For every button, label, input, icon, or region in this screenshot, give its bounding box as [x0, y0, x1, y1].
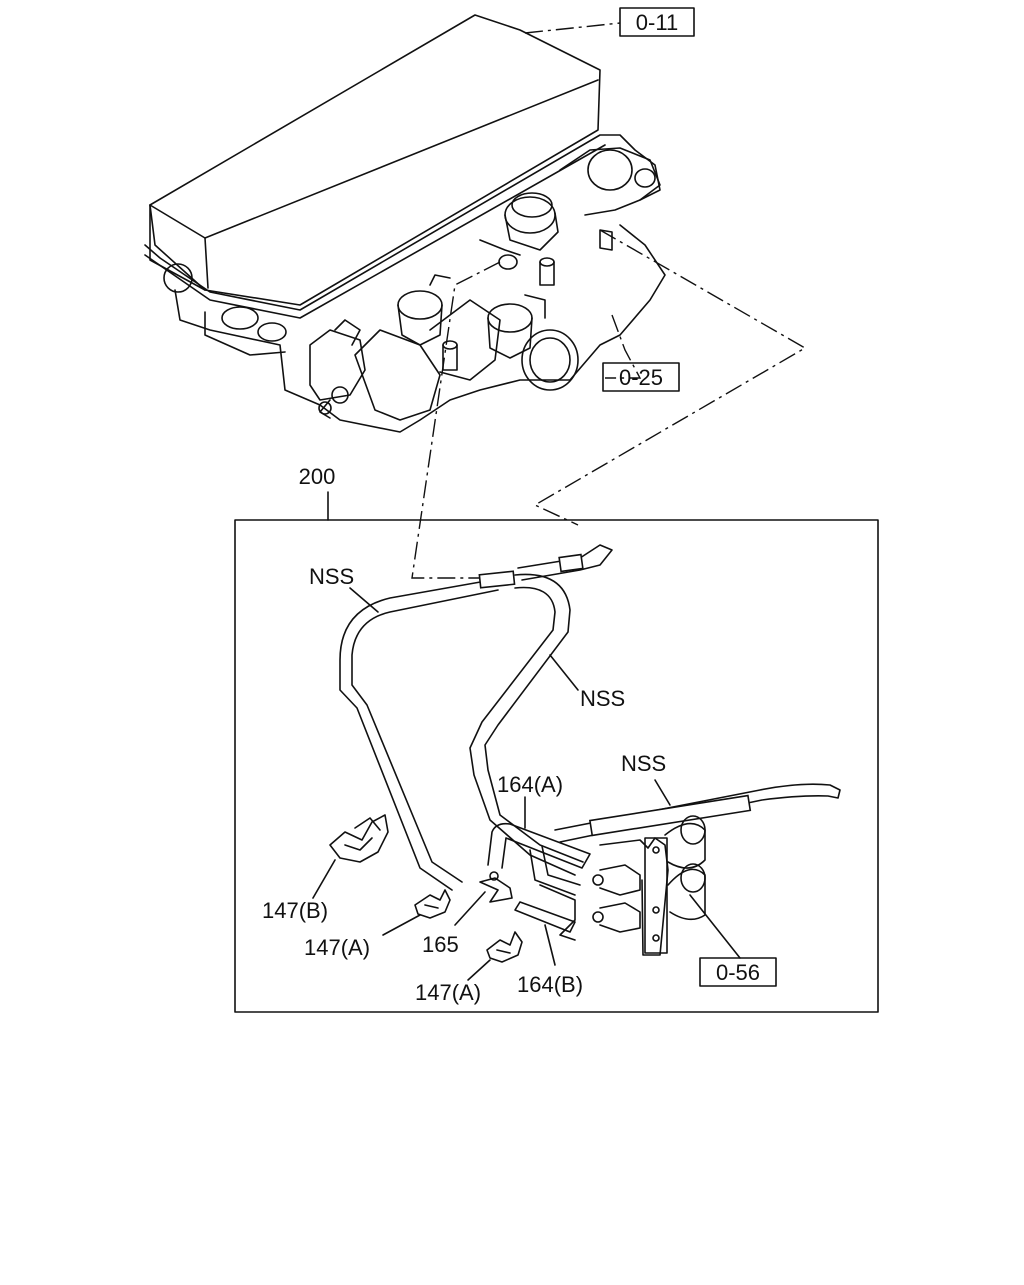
clip-147b: [329, 814, 389, 863]
nss-label-middle: NSS: [580, 686, 625, 711]
svg-text:0-11: 0-11: [636, 10, 678, 35]
solenoid-valve-assembly: [592, 815, 706, 956]
label-leaders: [312, 587, 741, 981]
nss-label-left: NSS: [309, 564, 354, 589]
label-164b: 164(B): [517, 972, 583, 997]
svg-text:0-25: 0-25: [619, 365, 663, 390]
ref-box-top-cover: 0-11: [619, 7, 695, 37]
label-164a: 164(A): [497, 772, 563, 797]
assembly-frame: 200: [234, 464, 879, 1013]
ref-box-manifold: 0-25: [602, 362, 680, 392]
clip-147a-upper: [414, 889, 451, 919]
assembly-label: 200: [299, 464, 336, 489]
vacuum-hoses: [339, 544, 841, 941]
clip-147a-lower: [486, 931, 523, 963]
ref-box-solenoid: 0-56: [699, 957, 777, 987]
nss-label-right: NSS: [621, 751, 666, 776]
label-165: 165: [422, 932, 459, 957]
engine-illustration: [144, 14, 666, 433]
reference-leaders: [411, 22, 807, 579]
label-147b: 147(B): [262, 898, 328, 923]
svg-text:0-56: 0-56: [716, 960, 760, 985]
label-147a-lower: 147(A): [415, 980, 481, 1005]
label-147a-upper: 147(A): [304, 935, 370, 960]
part-labels: NSS NSS NSS 164(A) 147(B) 147(A) 165 147…: [262, 564, 666, 1005]
